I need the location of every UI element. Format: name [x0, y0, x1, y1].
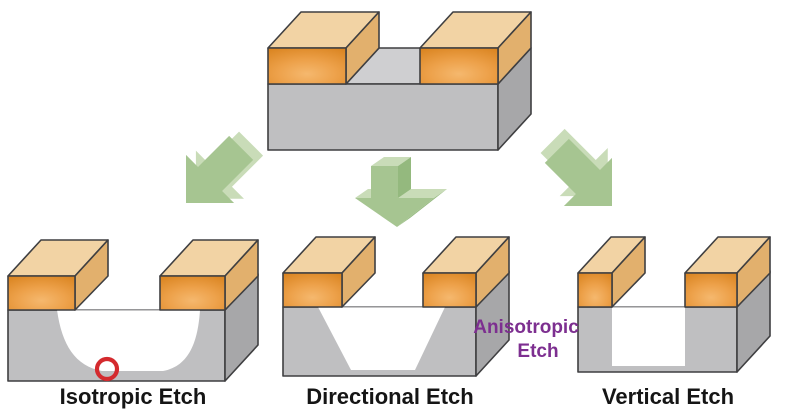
arrow-down-icon [355, 157, 447, 227]
arrow-box-top [371, 157, 411, 166]
isotropic-etch-cavity [57, 310, 200, 371]
vertical-etch-structure [577, 236, 771, 373]
substrate-front-face [267, 83, 499, 151]
mask-front-face [282, 272, 343, 308]
arrow-box-front [371, 166, 398, 198]
mask-front-face [577, 272, 613, 308]
mask-front-face [267, 47, 347, 85]
arrow-face [186, 135, 254, 203]
directional-etch-label: Directional Etch [306, 384, 473, 409]
mask-front-face [7, 275, 76, 311]
arrow-box-right [398, 157, 411, 198]
vertical-etch-label: Vertical Etch [602, 384, 734, 409]
arrowhead-front [355, 198, 434, 227]
arrow-down-right-icon [540, 128, 612, 206]
masked-substrate-structure [267, 11, 532, 151]
mask-front-face [684, 272, 738, 308]
directional-etch-cavity [318, 307, 445, 370]
undercut-highlight-circle [94, 356, 120, 382]
isotropic-etch-label: Isotropic Etch [60, 384, 207, 409]
mask-front-face [419, 47, 499, 85]
mask-front-face [422, 272, 477, 308]
arrow-face [544, 138, 612, 206]
directional-etch-structure [282, 236, 510, 377]
anisotropic-annotation-line2: Etch [517, 341, 558, 362]
anisotropic-annotation-line1: Anisotropic [473, 317, 579, 338]
vertical-etch-cavity [612, 307, 685, 366]
isotropic-etch-structure [7, 239, 259, 382]
arrowhead-right-facet [397, 189, 447, 227]
mask-front-face [159, 275, 226, 311]
arrow-down-left-icon [186, 131, 264, 203]
